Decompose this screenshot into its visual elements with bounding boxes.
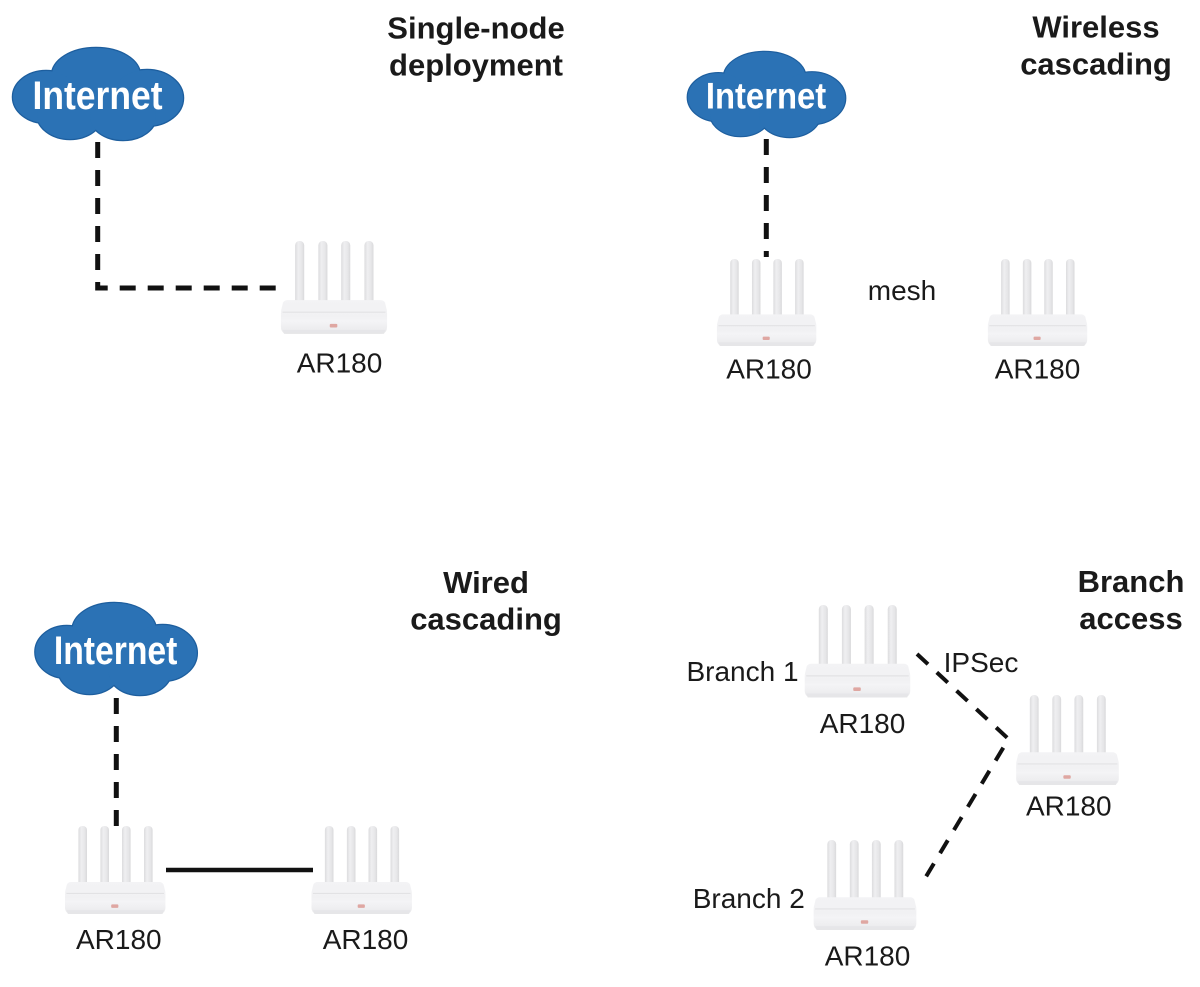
svg-text:AR180: AR180	[995, 354, 1081, 385]
svg-text:AR180: AR180	[726, 354, 812, 385]
svg-text:mesh: mesh	[868, 275, 936, 306]
svg-text:AR180: AR180	[1026, 790, 1112, 821]
svg-text:Branch 1: Branch 1	[686, 656, 798, 687]
svg-text:Branch: Branch	[1078, 564, 1185, 599]
svg-text:cascading: cascading	[1020, 47, 1172, 82]
svg-text:AR180: AR180	[297, 347, 383, 378]
svg-text:Wireless: Wireless	[1032, 10, 1159, 45]
svg-text:AR180: AR180	[825, 940, 911, 971]
svg-text:access: access	[1079, 601, 1182, 636]
svg-text:Single-node: Single-node	[387, 11, 564, 46]
svg-text:AR180: AR180	[323, 924, 409, 955]
svg-text:cascading: cascading	[410, 602, 562, 637]
svg-text:AR180: AR180	[76, 924, 162, 955]
svg-text:Wired: Wired	[443, 565, 529, 600]
svg-text:Branch 2: Branch 2	[693, 883, 805, 914]
svg-text:deployment: deployment	[389, 48, 563, 83]
svg-text:AR180: AR180	[820, 708, 906, 739]
svg-text:IPSec: IPSec	[944, 647, 1019, 678]
